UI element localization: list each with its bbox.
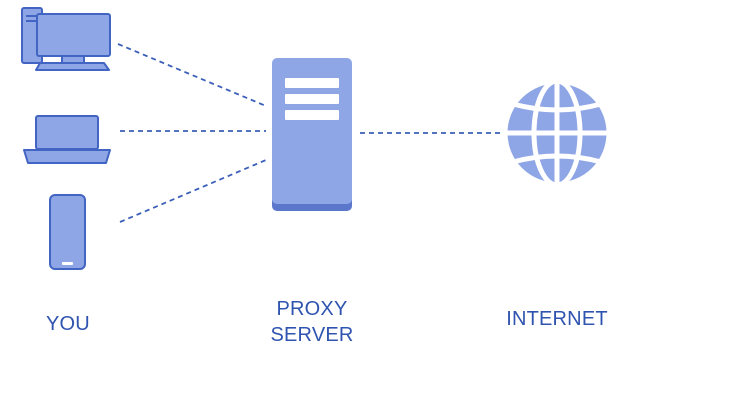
label-you: YOU [46,313,90,335]
label-proxy-server-line2: SERVER [270,324,354,346]
connector-desktop-proxy [117,43,267,107]
label-proxy-server: PROXY SERVER [252,296,372,348]
smartphone-icon [49,194,86,270]
server-icon [272,58,352,211]
laptop-icon [23,115,111,164]
desktop-computer-icon [21,7,111,71]
connectors [117,43,500,223]
label-proxy-server-line1: PROXY [276,298,348,320]
globe-icon [502,78,612,188]
connector-phone-proxy [119,159,267,223]
label-internet: INTERNET [506,308,608,330]
